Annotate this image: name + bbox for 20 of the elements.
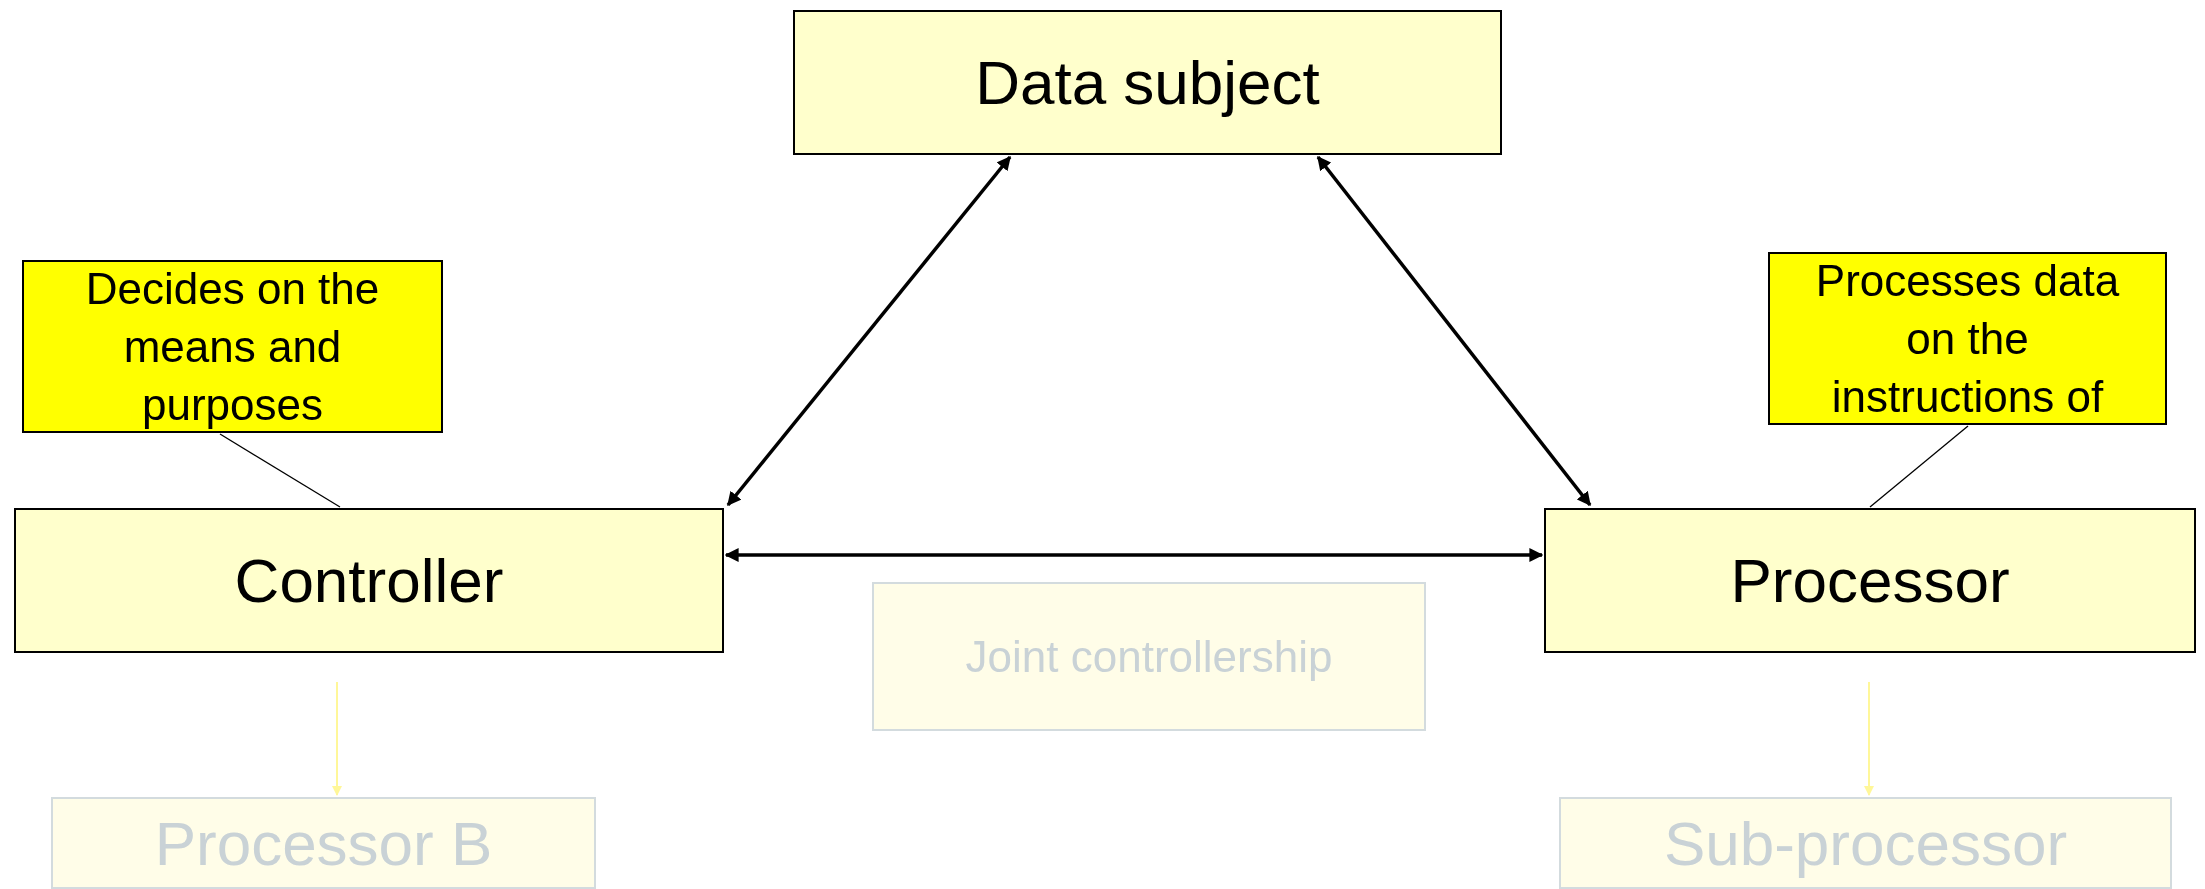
faded-box	[51, 797, 596, 889]
box-label: Processes data on the instructions of	[1814, 254, 2121, 423]
box-label: Controller	[234, 545, 504, 616]
leader-line	[1869, 425, 1969, 508]
arrow	[332, 681, 342, 796]
arrow	[1316, 155, 1592, 507]
leader-line	[219, 433, 341, 508]
box-label: Decides on the means and purposes	[84, 262, 381, 431]
arrow	[1864, 681, 1874, 796]
box-label: Data subject	[975, 47, 1320, 118]
faded-box	[872, 582, 1426, 731]
note-box	[22, 260, 443, 433]
note-box	[1768, 252, 2167, 425]
box-label: Processor	[1730, 545, 2010, 616]
faded-box	[1559, 797, 2172, 889]
arrow	[724, 548, 1544, 562]
entity-box	[1544, 508, 2196, 653]
entity-box	[793, 10, 1502, 155]
arrow	[726, 155, 1012, 507]
entity-box	[14, 508, 724, 653]
